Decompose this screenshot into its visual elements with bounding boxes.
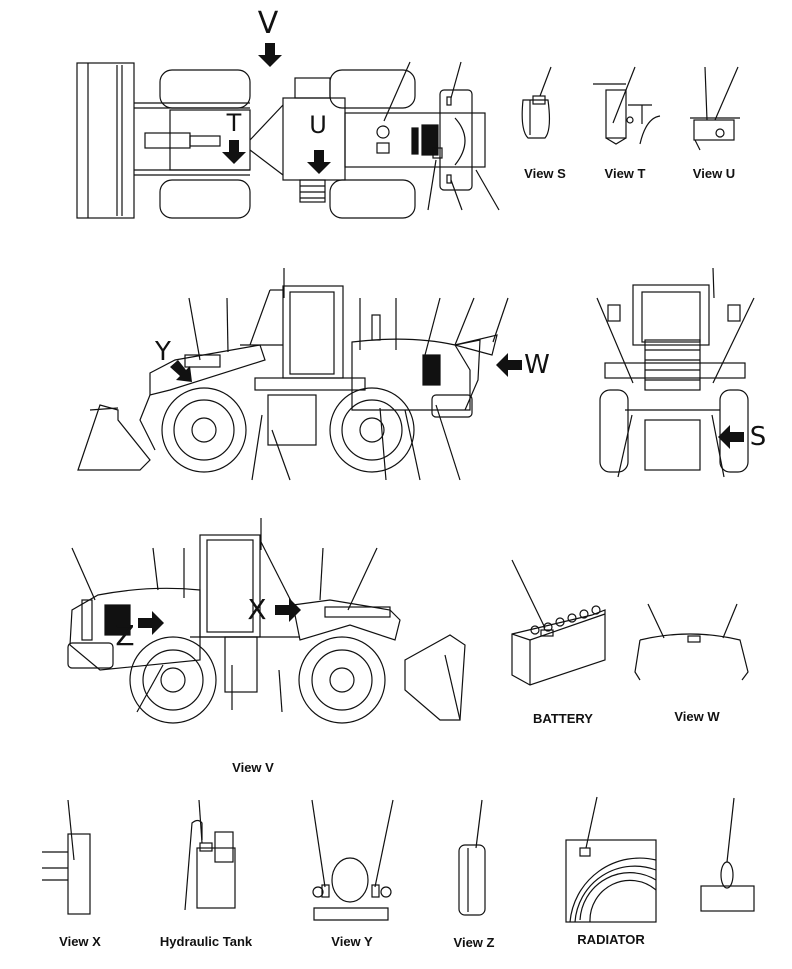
- left-side-view-loader: [77, 285, 498, 473]
- radiator-detail: [565, 796, 657, 923]
- view-z-detail: [458, 799, 486, 916]
- caption-view-v: View V: [232, 760, 274, 775]
- leader-lines-top: [383, 61, 500, 211]
- arrow-s-rear: [718, 425, 744, 449]
- arrow-label-u: U: [309, 111, 327, 139]
- arrow-label-z: Z: [115, 619, 135, 652]
- arrow-x-side: [275, 598, 301, 622]
- arrow-u-top: [307, 150, 331, 174]
- leader-lines-left: [188, 268, 509, 481]
- view-y-detail: [311, 799, 394, 921]
- arrow-y-side: [170, 360, 192, 382]
- view-s-detail: [521, 66, 552, 139]
- battery-detail: [511, 559, 606, 686]
- arrow-label-v: V: [257, 6, 279, 41]
- caption-view-y: View Y: [331, 934, 373, 949]
- rear-view-loader: [599, 284, 749, 473]
- caption-view-t: View T: [604, 166, 646, 181]
- arrow-label-t: T: [226, 109, 242, 137]
- caption-view-s: View S: [524, 166, 566, 181]
- caption-view-u: View U: [692, 166, 736, 181]
- view-t-detail: [593, 66, 661, 145]
- tag-detail: [700, 797, 755, 912]
- top-view-loader: [76, 62, 486, 219]
- caption-view-w: View W: [674, 709, 720, 724]
- arrow-z-side: [138, 611, 164, 635]
- arrow-label-y: Y: [155, 337, 171, 367]
- leader-lines-right: [71, 518, 378, 713]
- view-w-detail: [634, 603, 749, 681]
- view-x-detail: [42, 799, 91, 915]
- arrow-label-s: S: [749, 422, 767, 452]
- arrow-label-x: X: [247, 593, 267, 626]
- caption-battery: BATTERY: [533, 711, 593, 726]
- arrow-label-w: W: [524, 350, 550, 380]
- caption-hydraulic-tank: Hydraulic Tank: [159, 934, 253, 949]
- arrow-t-top: [222, 140, 246, 164]
- leader-lines-rear: [596, 267, 755, 478]
- arrow-w-side: [496, 353, 522, 377]
- arrow-v-top: [258, 43, 282, 67]
- caption-radiator: RADIATOR: [577, 932, 645, 947]
- right-side-view-loader: [67, 534, 466, 724]
- view-u-detail: [690, 66, 740, 151]
- hydraulic-tank-detail: [184, 799, 236, 911]
- caption-view-z: View Z: [453, 935, 495, 950]
- caption-view-x: View X: [59, 934, 101, 949]
